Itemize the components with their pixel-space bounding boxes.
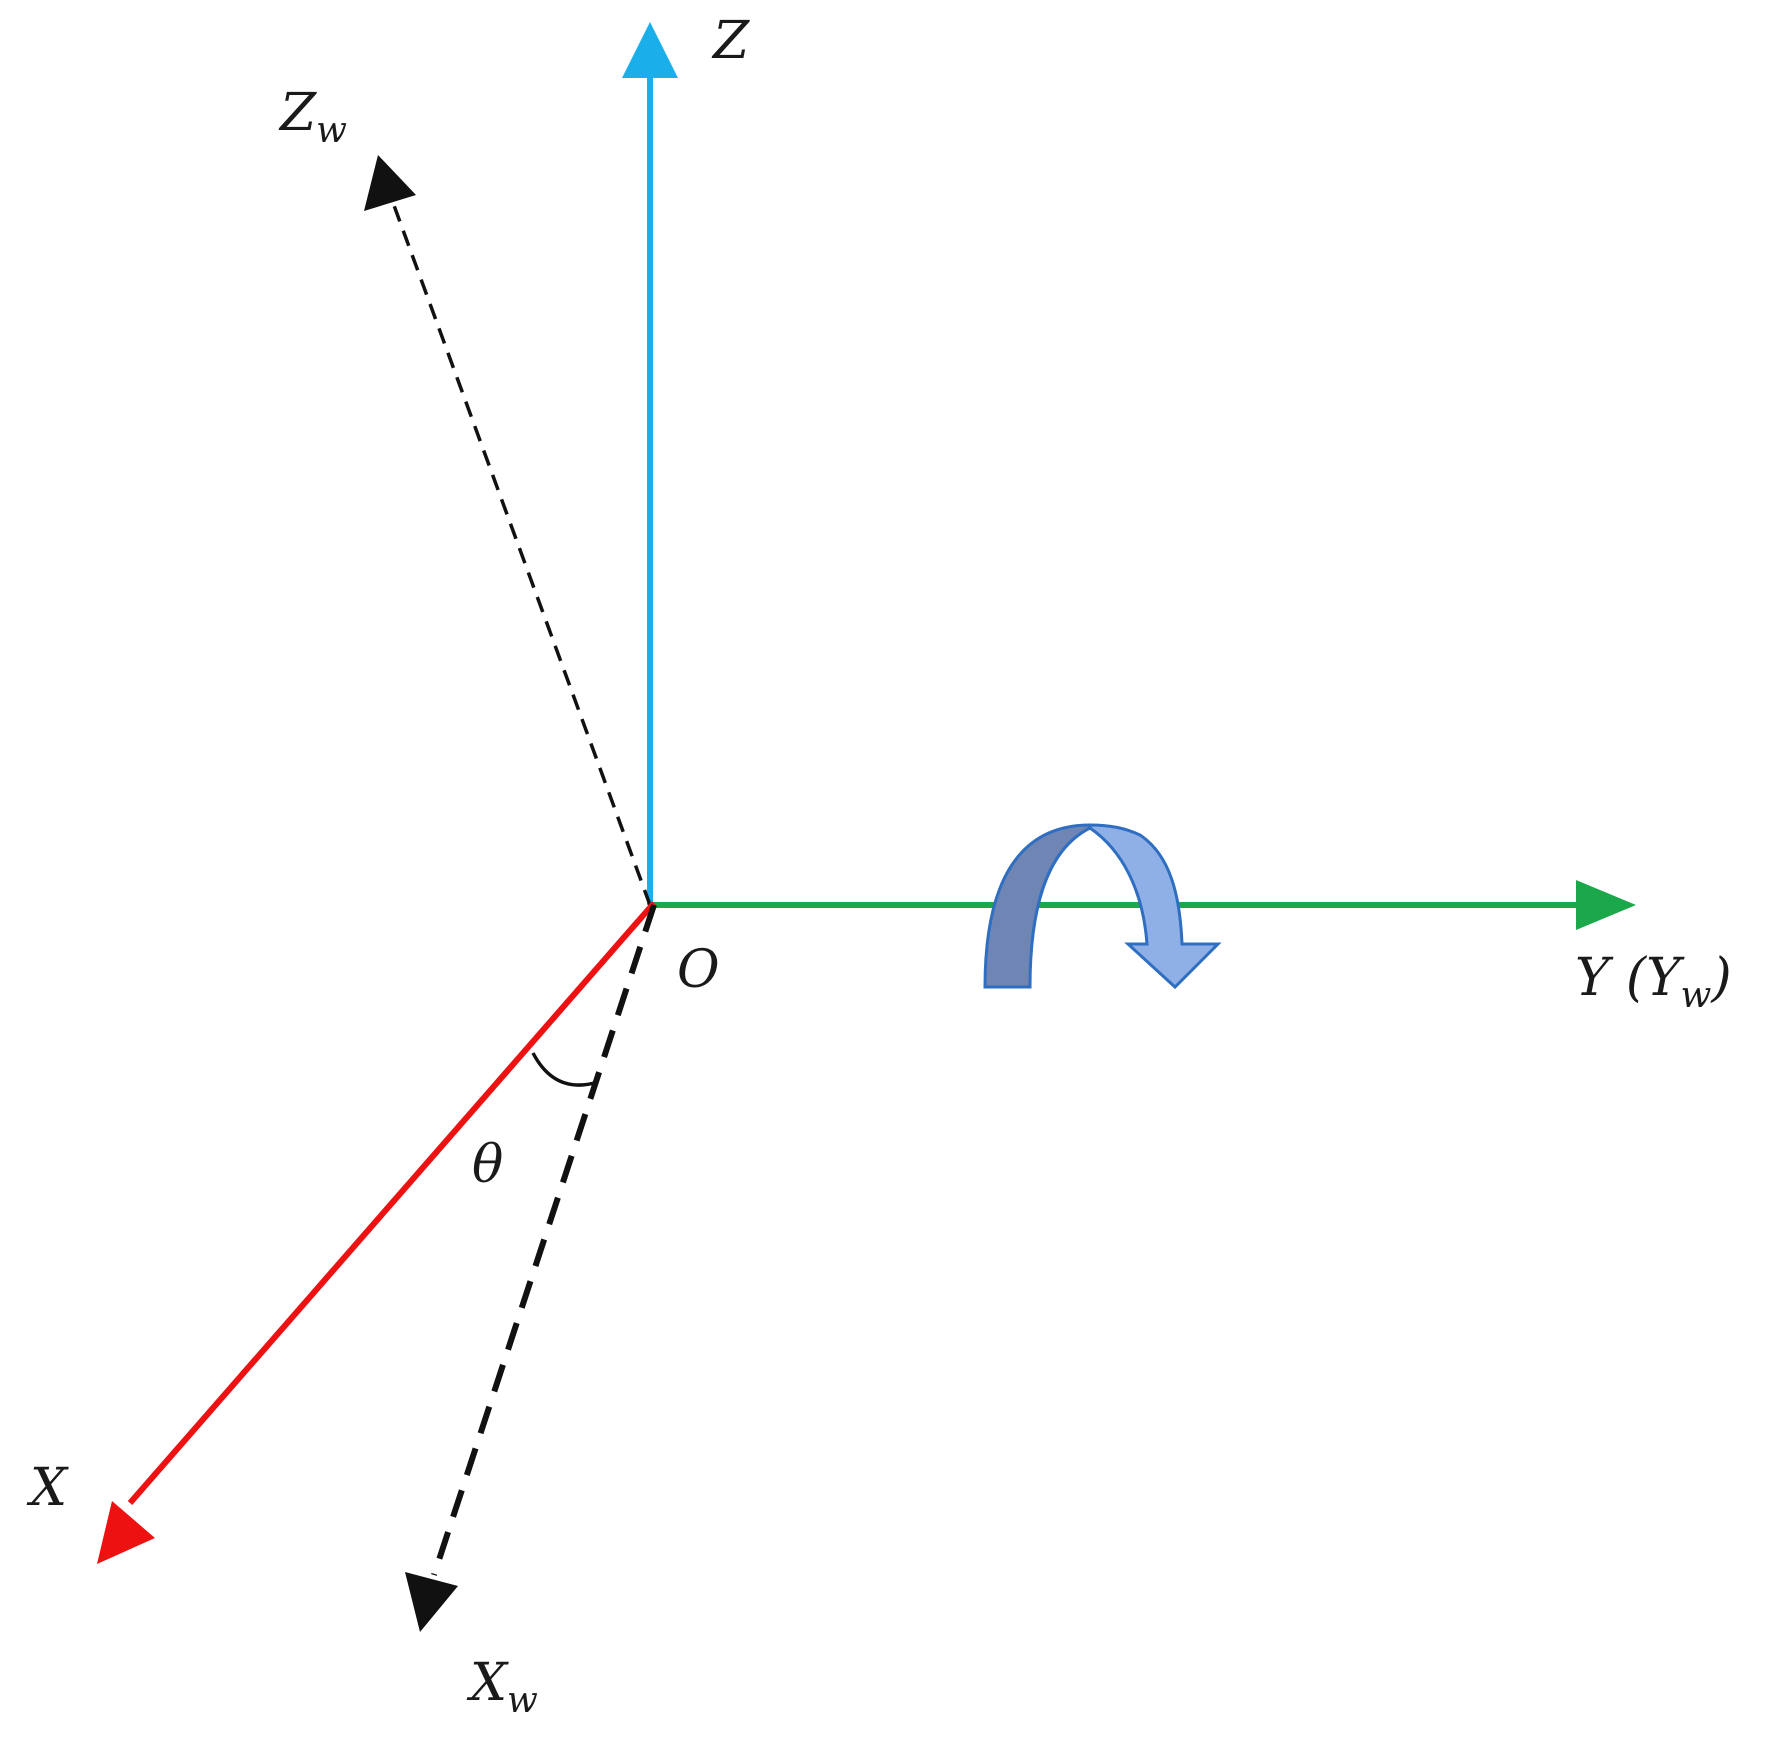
- y-axis-label-main: Y (Y: [1575, 948, 1685, 1008]
- theta-label: θ: [472, 1135, 503, 1195]
- xw-axis: [405, 904, 657, 1632]
- rotation-arrow-front-limb: [1088, 823, 1222, 990]
- xw-axis-label: Xw: [466, 1653, 538, 1721]
- z-axis-label: Z: [711, 11, 750, 71]
- zw-axis-label: Zw: [278, 83, 347, 151]
- x-axis-line: [127, 901, 657, 1505]
- zw-axis-line: [390, 199, 652, 906]
- y-axis-arrowhead: [1576, 880, 1636, 930]
- y-axis-label-close: ): [1710, 948, 1731, 1008]
- xw-axis-label-main: X: [466, 1653, 509, 1713]
- x-axis-label: X: [26, 1458, 69, 1518]
- zw-axis-arrowhead: [364, 155, 416, 211]
- y-axis: [650, 880, 1636, 930]
- y-axis-label: Y (Yw): [1575, 948, 1732, 1016]
- zw-axis: [364, 155, 652, 906]
- theta-angle-arc: [531, 1052, 599, 1087]
- xw-axis-line: [431, 904, 657, 1576]
- zw-axis-label-main: Z: [278, 83, 317, 143]
- z-axis-arrowhead: [622, 22, 678, 78]
- zw-axis-label-sub: w: [316, 110, 347, 151]
- x-axis-arrowhead: [97, 1501, 155, 1564]
- xw-axis-arrowhead: [405, 1572, 458, 1632]
- xw-axis-label-sub: w: [507, 1680, 538, 1721]
- rotation-arrow-icon: [983, 823, 1222, 990]
- y-axis-label-sub: w: [1680, 975, 1711, 1016]
- x-axis: [97, 901, 657, 1564]
- z-axis: [622, 22, 678, 905]
- origin-label: O: [677, 940, 720, 1000]
